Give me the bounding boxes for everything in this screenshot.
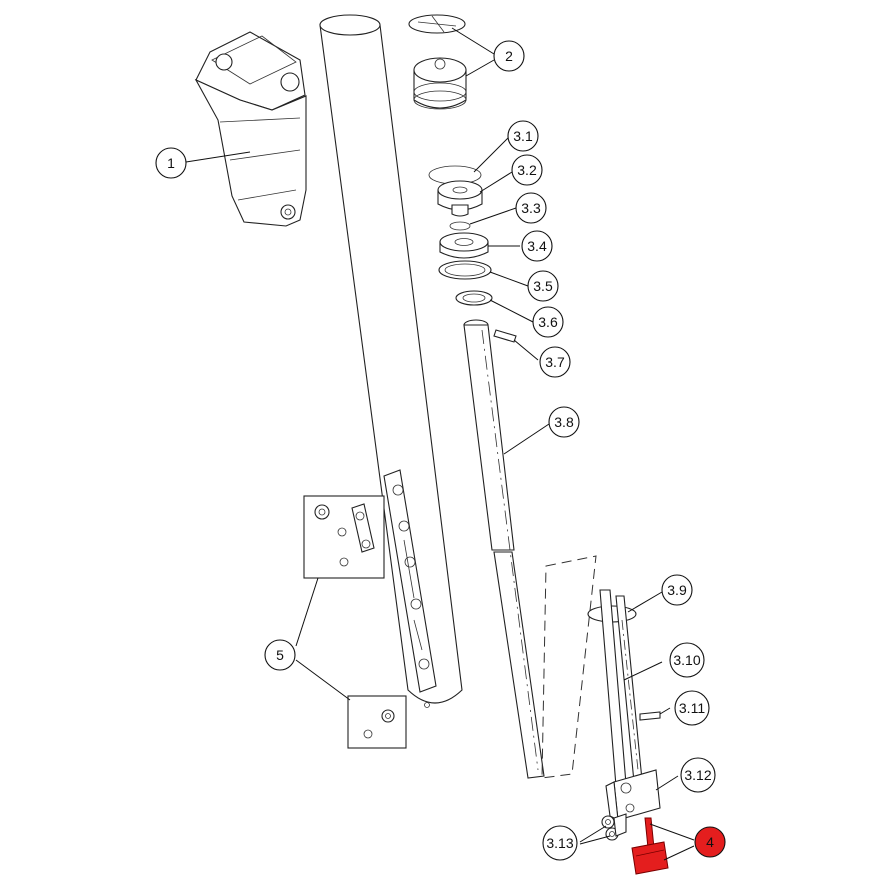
part-3-11-pin <box>639 711 661 721</box>
leader-lines <box>185 27 695 861</box>
svg-text:3.11: 3.11 <box>679 700 705 716</box>
callout-3-2: 3.2 <box>511 154 543 186</box>
svg-text:3.9: 3.9 <box>667 582 687 598</box>
callout-3-4: 3.4 <box>521 230 553 262</box>
part-2-top-cap <box>408 14 467 110</box>
callout-3-7: 3.7 <box>539 346 571 378</box>
part-5-plate-lower <box>347 695 407 749</box>
svg-text:3.5: 3.5 <box>533 278 553 294</box>
svg-text:1: 1 <box>167 155 175 171</box>
svg-text:3.13: 3.13 <box>546 835 573 851</box>
lower-assembly-outline <box>541 555 597 779</box>
callout-3-6: 3.6 <box>532 306 564 338</box>
svg-text:3.2: 3.2 <box>517 162 537 178</box>
callout-3-1: 3.1 <box>507 120 539 152</box>
svg-text:3.8: 3.8 <box>554 414 574 430</box>
part-3-2-piston <box>437 180 483 217</box>
part-3-12-body <box>605 769 661 821</box>
part-4-lever <box>631 817 669 875</box>
svg-text:3.4: 3.4 <box>527 238 547 254</box>
callout-3-5: 3.5 <box>527 270 559 302</box>
outer-tube <box>319 14 463 708</box>
callout-3-12: 3.12 <box>680 757 716 793</box>
svg-text:4: 4 <box>706 834 714 850</box>
part-1-clamp-head <box>194 31 307 227</box>
svg-text:3.7: 3.7 <box>545 354 565 370</box>
callout-3-13: 3.13 <box>542 825 578 861</box>
svg-text:3.1: 3.1 <box>513 128 533 144</box>
part-3-6-bushing <box>455 290 493 306</box>
part-3-13-screws <box>601 813 627 841</box>
part-3-7-pin <box>493 329 517 343</box>
part-3-8-inner-tube <box>463 319 545 779</box>
callout-3-3: 3.3 <box>515 192 547 224</box>
callout-1: 1 <box>155 147 187 179</box>
svg-text:5: 5 <box>276 647 284 663</box>
callout-4: 4 <box>694 826 726 858</box>
callout-5: 5 <box>264 639 296 671</box>
callout-3-11: 3.11 <box>674 690 710 726</box>
callout-3-9: 3.9 <box>661 574 693 606</box>
callout-2: 2 <box>493 40 525 72</box>
part-3-10-rod <box>599 589 643 787</box>
svg-text:2: 2 <box>505 48 513 64</box>
part-5-plate-upper <box>303 495 385 579</box>
callout-3-8: 3.8 <box>548 406 580 438</box>
svg-text:3.6: 3.6 <box>538 314 558 330</box>
svg-text:3.12: 3.12 <box>684 767 711 783</box>
callout-3-10: 3.10 <box>669 642 705 678</box>
part-3-3-ring <box>449 221 471 231</box>
svg-text:3.3: 3.3 <box>521 200 541 216</box>
part-3-4-seal-head <box>439 232 489 259</box>
part-3-5-seal <box>438 260 492 280</box>
svg-text:3.10: 3.10 <box>673 652 700 668</box>
